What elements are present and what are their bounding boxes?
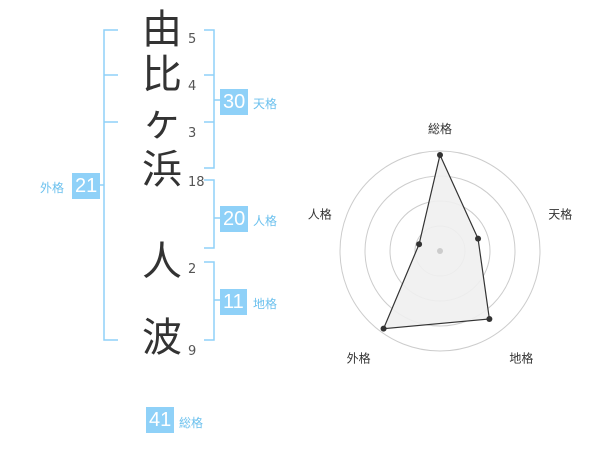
gaikaku-bracket: [103, 29, 118, 341]
radar-polygon: [382, 153, 491, 330]
soukaku-value: 41: [146, 407, 175, 433]
stroke-count-5: 2: [188, 262, 197, 277]
jinkaku-label: 人格: [253, 214, 278, 228]
stroke-count-6: 9: [188, 344, 197, 359]
radar-axis-label-5: 人格: [308, 207, 332, 222]
tenkaku-bracket: [204, 29, 215, 169]
name-char-6: 波: [142, 315, 182, 361]
name-char-3: ヶ: [142, 99, 182, 145]
name-char-2: 比: [142, 52, 182, 98]
radar-point-4: [380, 325, 387, 332]
name-char-1: 由: [142, 7, 182, 53]
tenkaku-label: 天格: [253, 97, 278, 111]
jinkaku-bracket: [204, 179, 215, 249]
stroke-count-4: 18: [188, 175, 205, 190]
name-char-4: 浜: [142, 147, 182, 193]
radar-point-5: [416, 241, 423, 248]
chikaku-bracket: [204, 261, 215, 341]
radar-point-2: [475, 235, 482, 242]
name-char-5: 人: [142, 239, 182, 285]
chikaku-value: 11: [220, 289, 247, 315]
stroke-count-1: 5: [188, 32, 197, 47]
soukaku-label: 総格: [179, 416, 204, 430]
stroke-count-3: 3: [188, 126, 197, 141]
radar-point-1: [437, 152, 443, 158]
chikaku-label: 地格: [253, 297, 278, 311]
jinkaku-value: 20: [220, 206, 249, 232]
gaikaku-value: 21: [72, 173, 101, 199]
radar-point-3: [486, 315, 493, 322]
radar-axis-label-2: 天格: [548, 207, 572, 222]
stroke-count-2: 4: [188, 79, 197, 94]
radar-ring-4: [339, 150, 541, 352]
gaikaku-label: 外格: [40, 181, 65, 195]
radar-center: [437, 248, 443, 254]
tenkaku-value: 30: [220, 89, 249, 115]
radar-axis-label-1: 総格: [428, 121, 452, 136]
radar-axis-label-3: 地格: [509, 350, 533, 365]
radar-axis-label-4: 外格: [347, 350, 371, 365]
